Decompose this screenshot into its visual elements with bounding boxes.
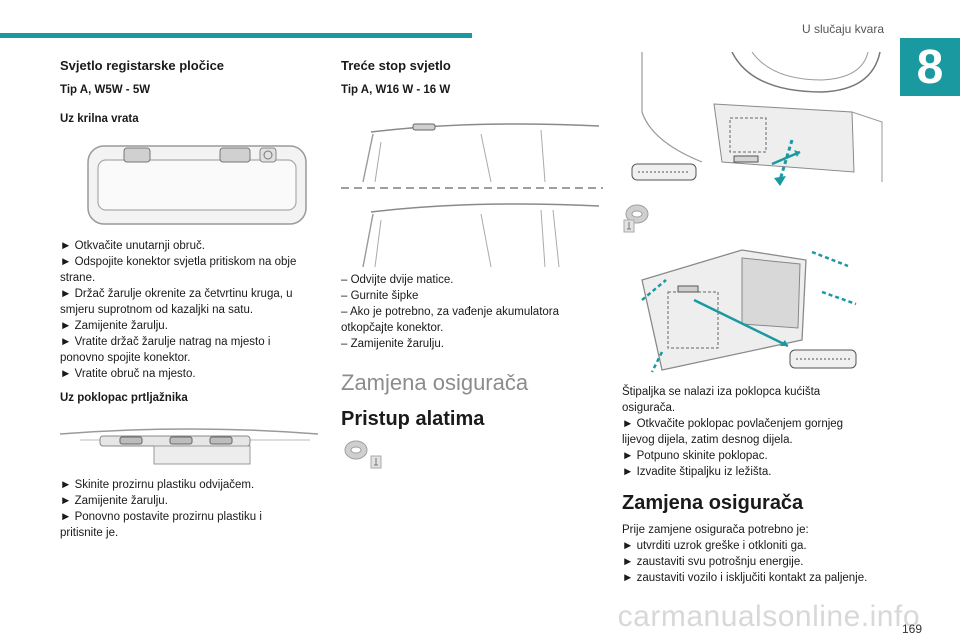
step-line: ► zaustaviti vozilo i isključiti kontakt… <box>622 572 868 584</box>
third-brake-steps: – Odvijte dvije matice. – Gurnite šipke … <box>341 272 559 352</box>
step-line: ► Vratite držač žarulje natrag na mjesto… <box>60 336 271 348</box>
step-line: ► Zamijenite žarulju. <box>60 320 168 332</box>
step-line: – Ako je potrebno, za vađenje akumulator… <box>341 306 560 318</box>
step-line: ► Držač žarulje okrenite za četvrtinu kr… <box>60 288 293 300</box>
tailgate-subtitle: Uz poklopac prtljažnika <box>60 392 188 404</box>
fuse-replacement-steps: Prije zamjene osigurača potrebno je: ► u… <box>622 522 867 586</box>
step-line: ponovno spojite konektor. <box>60 352 191 364</box>
page-number: 169 <box>901 622 922 636</box>
license-plate-light-title: Svjetlo registarske pločice <box>60 58 225 73</box>
step-line: ► zaustaviti svu potrošnju energije. <box>622 556 804 568</box>
caption-line: ► Izvadite štipaljku iz ležišta. <box>622 466 772 478</box>
fuse-replacement-title: Zamjena osigurača <box>622 492 804 514</box>
third-brake-light-illustration <box>341 123 603 268</box>
fuse-clip-caption: Štipaljka se nalazi iza poklopca kućišta… <box>622 384 843 480</box>
steering-wheel-icon-2 <box>623 204 649 233</box>
third-brake-bulb-type: Tip A, W16 W - 16 W <box>341 84 451 96</box>
step-line: ► Ponovno postavite prozirnu plastiku i <box>60 511 262 523</box>
step-line: – Zamijenite žarulju. <box>341 338 444 350</box>
tailgate-steps: ► Skinite prozirnu plastiku odvijačem. ►… <box>60 477 262 541</box>
caption-line: lijevog dijela, zatim desnog dijela. <box>622 434 793 446</box>
sliding-doors-steps: ► Otkvačite unutarnji obruč. ► Odspojite… <box>60 238 296 382</box>
step-line: pritisnite je. <box>60 527 119 539</box>
step-line: ► Vratite obruč na mjesto. <box>60 368 196 380</box>
license-plate-lamp-illustration <box>87 145 307 225</box>
step-line: ► Zamijenite žarulju. <box>60 495 168 507</box>
step-line: – Gurnite šipke <box>341 290 419 302</box>
section-header-title: U slučaju kvara <box>801 22 884 36</box>
step-line: ► Skinite prozirnu plastiku odvijačem. <box>60 479 255 491</box>
tool-access-title: Pristup alatima <box>341 408 485 430</box>
header-accent-bar <box>0 33 472 38</box>
steering-wheel-icon <box>341 438 385 470</box>
third-brake-light-title: Treće stop svjetlo <box>341 58 451 73</box>
caption-line: ► Otkvačite poklopac povlačenjem gornjeg <box>622 418 844 430</box>
sliding-doors-subtitle: Uz krilna vrata <box>60 113 139 125</box>
dashboard-fuse-box-illustration <box>631 52 883 186</box>
caption-line: ► Potpuno skinite poklopac. <box>622 450 768 462</box>
step-line: ► utvrditi uzrok greške i otkloniti ga. <box>622 540 807 552</box>
chapter-number-tab: 8 <box>900 38 960 96</box>
fuse-replacement-section-title: Zamjena osigurača <box>341 370 529 395</box>
step-line: – Odvijte dvije matice. <box>341 274 454 286</box>
step-line: ► Otkvačite unutarnji obruč. <box>60 240 205 252</box>
license-plate-bulb-type: Tip A, W5W - 5W <box>60 84 151 96</box>
watermark: carmanualsonline.info <box>617 600 920 633</box>
fuse-cover-removal-illustration <box>641 249 857 373</box>
step-line: ► Odspojite konektor svjetla pritiskom n… <box>60 256 297 268</box>
caption-line: Štipaljka se nalazi iza poklopca kućišta <box>622 386 821 398</box>
caption-line: osigurača. <box>622 402 676 414</box>
tailgate-lamp-illustration <box>60 428 319 465</box>
step-line: smjeru suprotnom od kazaljki na satu. <box>60 304 254 316</box>
intro-line: Prije zamjene osigurača potrebno je: <box>622 524 809 536</box>
step-line: strane. <box>60 272 96 284</box>
step-line: otkopčajte konektor. <box>341 322 444 334</box>
